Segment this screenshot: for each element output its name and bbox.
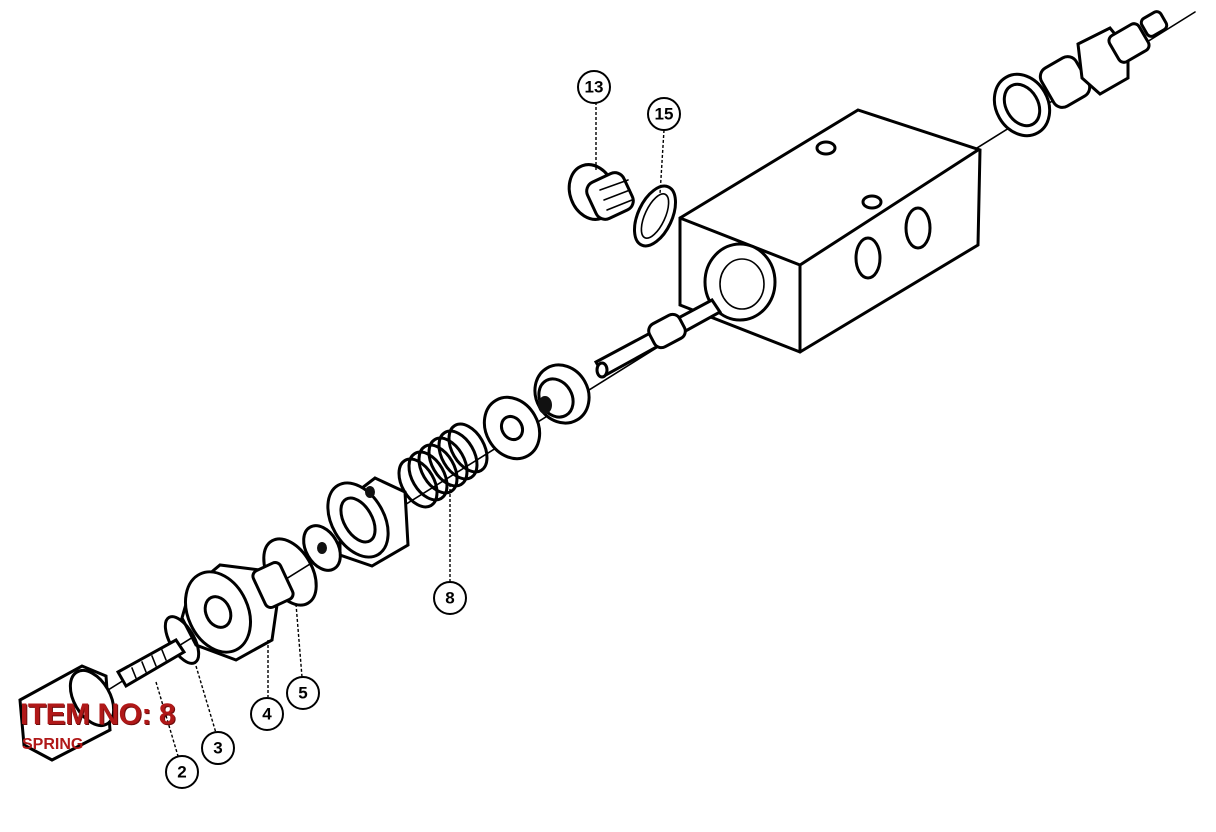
nut-part-4 [180, 561, 295, 662]
flat-washer [482, 395, 542, 461]
valve-stem [593, 298, 723, 379]
plug-part-13 [567, 163, 635, 221]
callout-8-label: 8 [445, 589, 454, 608]
small-washer [302, 524, 342, 572]
callout-15-label: 15 [655, 105, 674, 124]
washer-part-15 [632, 184, 678, 248]
fitting-assembly [992, 10, 1169, 138]
item-description: SPRING [22, 736, 84, 753]
valve-body-block [678, 108, 982, 354]
leader-lines [155, 102, 665, 757]
callout-5: 5 [286, 676, 320, 710]
valve-seat [533, 363, 591, 425]
callout-8: 8 [433, 581, 467, 615]
callout-2: 2 [165, 755, 199, 789]
end-cap [18, 664, 116, 762]
callout-13: 13 [577, 70, 611, 104]
callout-3-label: 3 [213, 739, 222, 758]
callout-4: 4 [250, 697, 284, 731]
piston-housing [326, 476, 410, 568]
callout-2-label: 2 [177, 763, 186, 782]
callout-15: 15 [647, 97, 681, 131]
item-number-title: ITEM NO: 8 [20, 698, 176, 731]
callout-3: 3 [201, 731, 235, 765]
adjusting-screw-part-2 [115, 638, 187, 689]
callout-5-label: 5 [298, 684, 307, 703]
callout-4-label: 4 [262, 705, 272, 724]
callout-13-label: 13 [585, 78, 604, 97]
